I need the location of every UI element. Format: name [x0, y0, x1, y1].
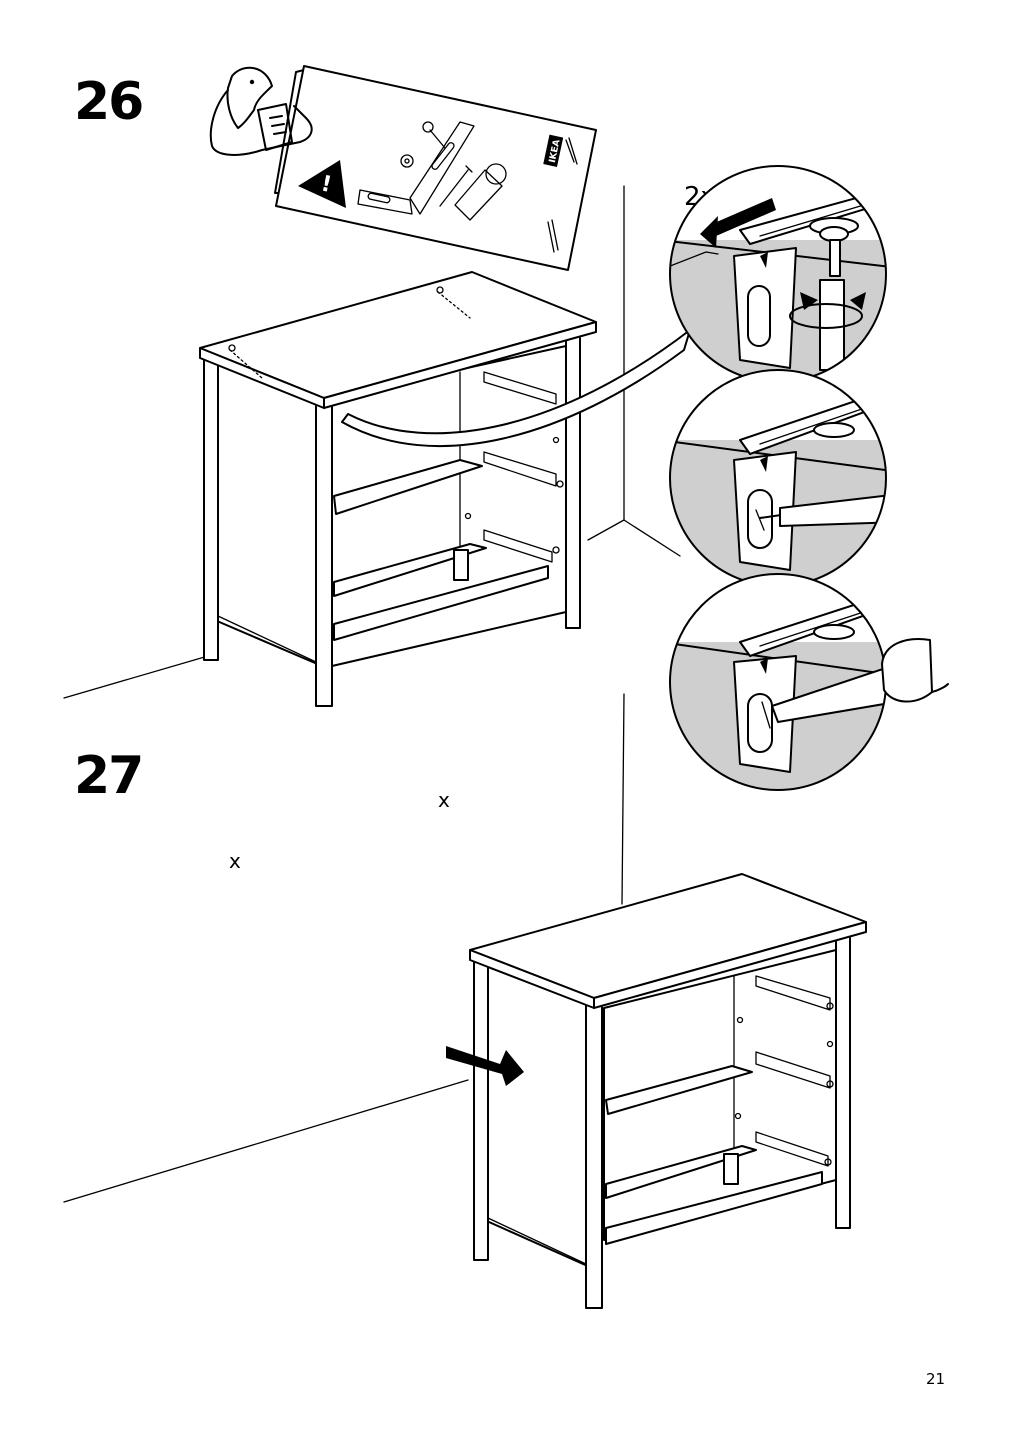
svg-text:IKEA: IKEA — [548, 139, 563, 164]
multiply-mark: x — [229, 849, 241, 873]
multiply-mark: x — [438, 788, 450, 812]
read-instructions-icon — [209, 66, 313, 156]
step-26-number: 26 — [74, 72, 144, 132]
detail-view-screw — [669, 165, 887, 383]
ikea-logo-icon: IKEA — [543, 134, 564, 167]
page-number: 21 — [926, 1370, 946, 1388]
detail-view-mark — [669, 369, 887, 587]
detail-view-drill — [669, 573, 949, 791]
chest-frame-pushed — [446, 873, 867, 1309]
drawer-runner — [464, 371, 564, 563]
chest-frame — [199, 271, 597, 707]
push-arrow-icon — [446, 1046, 524, 1086]
step-27-number: 27 — [74, 746, 144, 806]
safety-leaflet: ! IKEA — [274, 65, 597, 271]
